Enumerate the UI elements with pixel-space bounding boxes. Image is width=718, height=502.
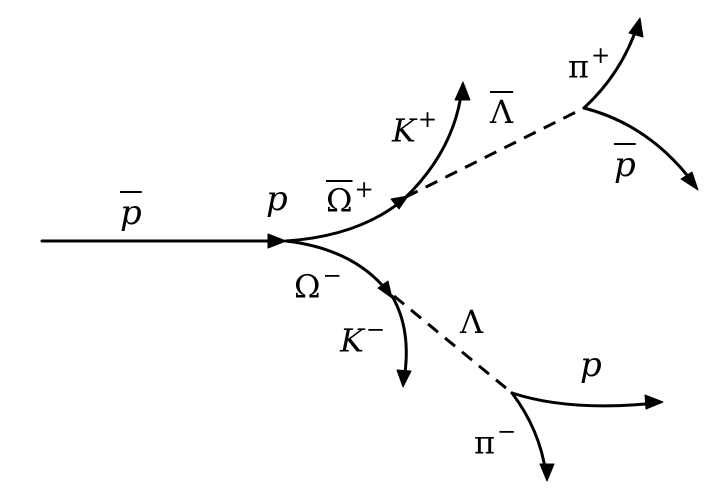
label-pion-plus: π+ (568, 44, 610, 86)
pion-minus-track (510, 391, 548, 476)
decay-proton-track (510, 391, 658, 408)
label-lambda-bar: Λ (490, 96, 513, 128)
label-lambda-bar-symbol: Λ (490, 93, 514, 131)
kaon-plus-arrowhead (454, 81, 471, 101)
decay-antiproton-track (582, 106, 696, 186)
pion-plus-arrowhead (628, 17, 644, 38)
label-kaon-minus-symbol: K (340, 321, 364, 360)
pion-minus-arrowhead (539, 463, 555, 482)
label-pion-plus-symbol: π (568, 47, 590, 86)
label-decay-proton-symbol: p (580, 345, 602, 385)
label-kaon-plus-symbol: K (392, 111, 416, 150)
label-omega-minus-charge: − (322, 262, 342, 289)
label-lambda: Λ (460, 306, 483, 338)
label-beam-antiproton: p (120, 196, 142, 230)
label-decay-proton: p (580, 348, 602, 382)
label-omega-minus-symbol: Ω (294, 267, 321, 306)
label-kaon-minus-charge: − (365, 316, 386, 343)
label-target-proton: p (266, 182, 288, 216)
label-pion-plus-charge: + (591, 42, 611, 69)
label-pion-minus-charge: − (497, 418, 517, 445)
label-kaon-plus-charge: + (417, 106, 438, 133)
label-omega-plus-bar-charge: + (354, 176, 374, 203)
omega-plus-bar-track (284, 197, 406, 243)
omega-minus-arrowhead (377, 280, 393, 299)
lambda-track (393, 294, 513, 395)
label-kaon-plus: K+ (392, 108, 437, 150)
decay-proton-arrowhead (644, 394, 664, 410)
label-omega-plus-bar: Ω+ (326, 178, 374, 220)
label-pion-minus-symbol: π (474, 423, 496, 462)
label-omega-minus: Ω− (294, 264, 342, 306)
kaon-minus-track (390, 294, 408, 382)
label-lambda-symbol: Λ (460, 303, 484, 341)
kaon-plus-track (402, 86, 464, 201)
label-omega-plus-bar-symbol: Ω (326, 181, 353, 220)
antiproton-beam-arrowhead (267, 233, 287, 249)
label-beam-antiproton-symbol: p (120, 193, 142, 233)
label-target-proton-symbol: p (266, 179, 288, 219)
omega-minus-track (284, 239, 390, 294)
label-kaon-minus: K− (340, 318, 385, 360)
label-decay-antiproton-symbol: p (614, 145, 636, 185)
lambda-bar-track (405, 106, 585, 199)
kaon-minus-arrowhead (396, 369, 412, 388)
label-decay-antiproton: p (614, 148, 636, 182)
decay-antiproton-arrowhead (680, 171, 699, 191)
label-pion-minus: π− (474, 420, 516, 462)
